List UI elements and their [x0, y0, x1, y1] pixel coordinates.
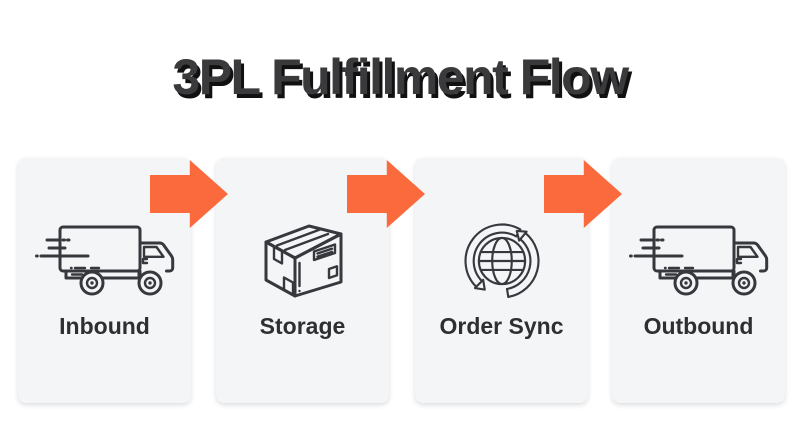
- step-label: Storage: [259, 313, 346, 339]
- step-label: Outbound: [643, 313, 754, 339]
- step-label: Inbound: [59, 313, 150, 339]
- step-card-outbound: Outbound: [612, 158, 785, 403]
- fast-truck-icon: [30, 222, 180, 300]
- step-card-order-sync: Order Sync: [415, 158, 588, 403]
- globe-sync-icon: [427, 222, 577, 300]
- package-box-icon: [228, 222, 378, 300]
- fast-truck-icon: [624, 222, 774, 300]
- page-title: 3PL Fulfillment Flow: [172, 49, 629, 105]
- step-label: Order Sync: [439, 313, 564, 339]
